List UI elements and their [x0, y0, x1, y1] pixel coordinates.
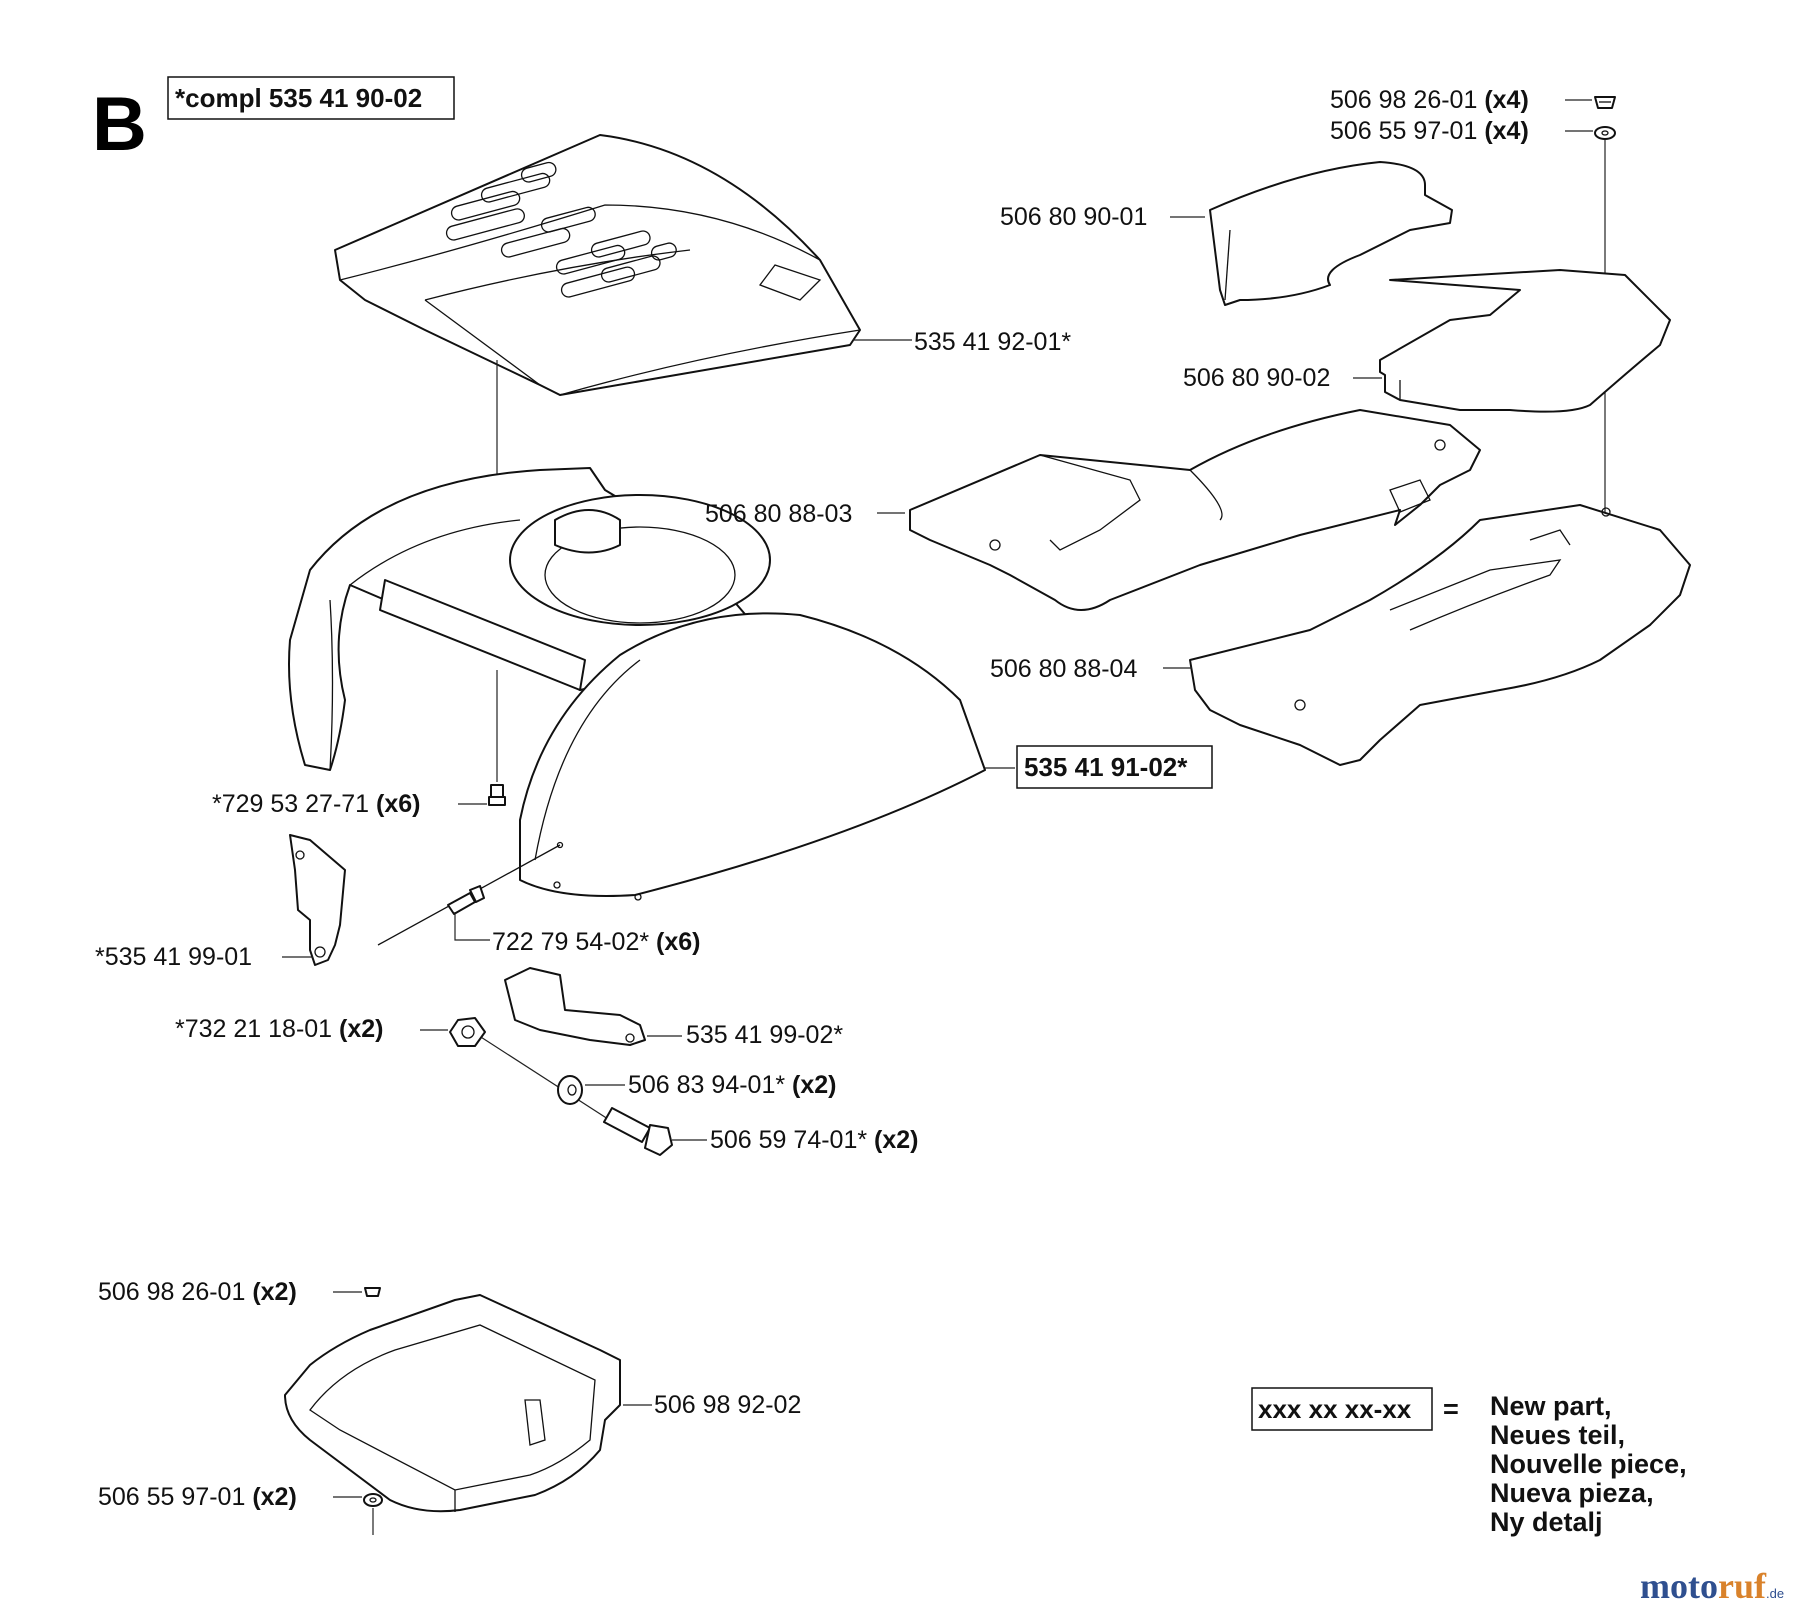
washer-part[interactable]: [557, 1075, 583, 1105]
legend-line-5: Ny detalj: [1490, 1507, 1603, 1537]
nut-part[interactable]: [449, 1017, 486, 1047]
legend-line-3: Nouvelle piece,: [1490, 1449, 1687, 1479]
assembly-label: *compl 535 41 90-02: [175, 83, 422, 113]
box-screw-part[interactable]: [364, 1287, 381, 1297]
floor-mat-right-label[interactable]: 506 80 88-04: [990, 655, 1137, 683]
rivet-part[interactable]: [377, 844, 561, 946]
screw-label[interactable]: *729 53 27-71 (x6): [212, 790, 421, 818]
bracket-right-label[interactable]: 535 41 99-02*: [686, 1021, 843, 1049]
top-nut-part[interactable]: [1594, 126, 1616, 140]
floor-mat-right-part[interactable]: [1189, 504, 1691, 766]
hood-label[interactable]: 535 41 91-02*: [1024, 752, 1188, 782]
box-part[interactable]: [284, 1294, 621, 1513]
bolt-part[interactable]: [603, 1107, 673, 1156]
leader-axis-bolt: [469, 1029, 626, 1131]
assembly-label-box: [167, 76, 455, 120]
box-nut-part[interactable]: [363, 1493, 383, 1507]
rivet-label[interactable]: 722 79 54-02* (x6): [492, 928, 701, 956]
svg-text:motoruf.de: motoruf.de: [1640, 1566, 1784, 1606]
legend-box: [1251, 1387, 1433, 1431]
washer-label[interactable]: 506 83 94-01* (x2): [628, 1071, 837, 1099]
mat-upper-part[interactable]: [1209, 161, 1453, 306]
mat-upper-label[interactable]: 506 80 90-01: [1000, 203, 1147, 231]
nut-label[interactable]: *732 21 18-01 (x2): [175, 1015, 384, 1043]
box-label[interactable]: 506 98 92-02: [654, 1391, 801, 1419]
leader-rivet: [454, 912, 490, 941]
top-washer-part[interactable]: [1594, 96, 1616, 109]
mat-upper-2-part[interactable]: [1379, 269, 1671, 413]
screw-part[interactable]: [488, 784, 506, 806]
cover-top-label[interactable]: 535 41 92-01*: [914, 328, 1071, 356]
box-nut-label[interactable]: 506 55 97-01 (x2): [98, 1483, 297, 1511]
washer-top-label[interactable]: 506 98 26-01 (x4): [1330, 86, 1529, 114]
floor-mat-left-part[interactable]: [909, 409, 1481, 611]
legend-box-text: xxx xx xx-xx: [1258, 1394, 1412, 1424]
legend-line-1: New part,: [1490, 1391, 1612, 1421]
legend: xxx xx xx-xx = New part, Neues teil, Nou…: [1251, 1387, 1687, 1537]
nut-top-label[interactable]: 506 55 97-01 (x4): [1330, 117, 1529, 145]
watermark-logo: motoruf.de: [1640, 1566, 1784, 1606]
section-letter: B: [92, 82, 147, 167]
floor-mat-left-label[interactable]: 506 80 88-03: [705, 500, 852, 528]
legend-line-2: Neues teil,: [1490, 1420, 1625, 1450]
box-screw-label[interactable]: 506 98 26-01 (x2): [98, 1278, 297, 1306]
right-bracket-part[interactable]: [504, 967, 646, 1046]
top-cover-part[interactable]: [334, 134, 861, 396]
hood-part[interactable]: [288, 467, 986, 901]
left-bracket-part[interactable]: [289, 834, 346, 966]
legend-equals: =: [1443, 1394, 1459, 1424]
hood-label-box: [1016, 745, 1213, 789]
bracket-left-label[interactable]: *535 41 99-01: [95, 943, 252, 971]
bolt-label[interactable]: 506 59 74-01* (x2): [710, 1126, 919, 1154]
mat-upper-2-label[interactable]: 506 80 90-02: [1183, 364, 1330, 392]
legend-line-4: Nueva pieza,: [1490, 1478, 1654, 1508]
